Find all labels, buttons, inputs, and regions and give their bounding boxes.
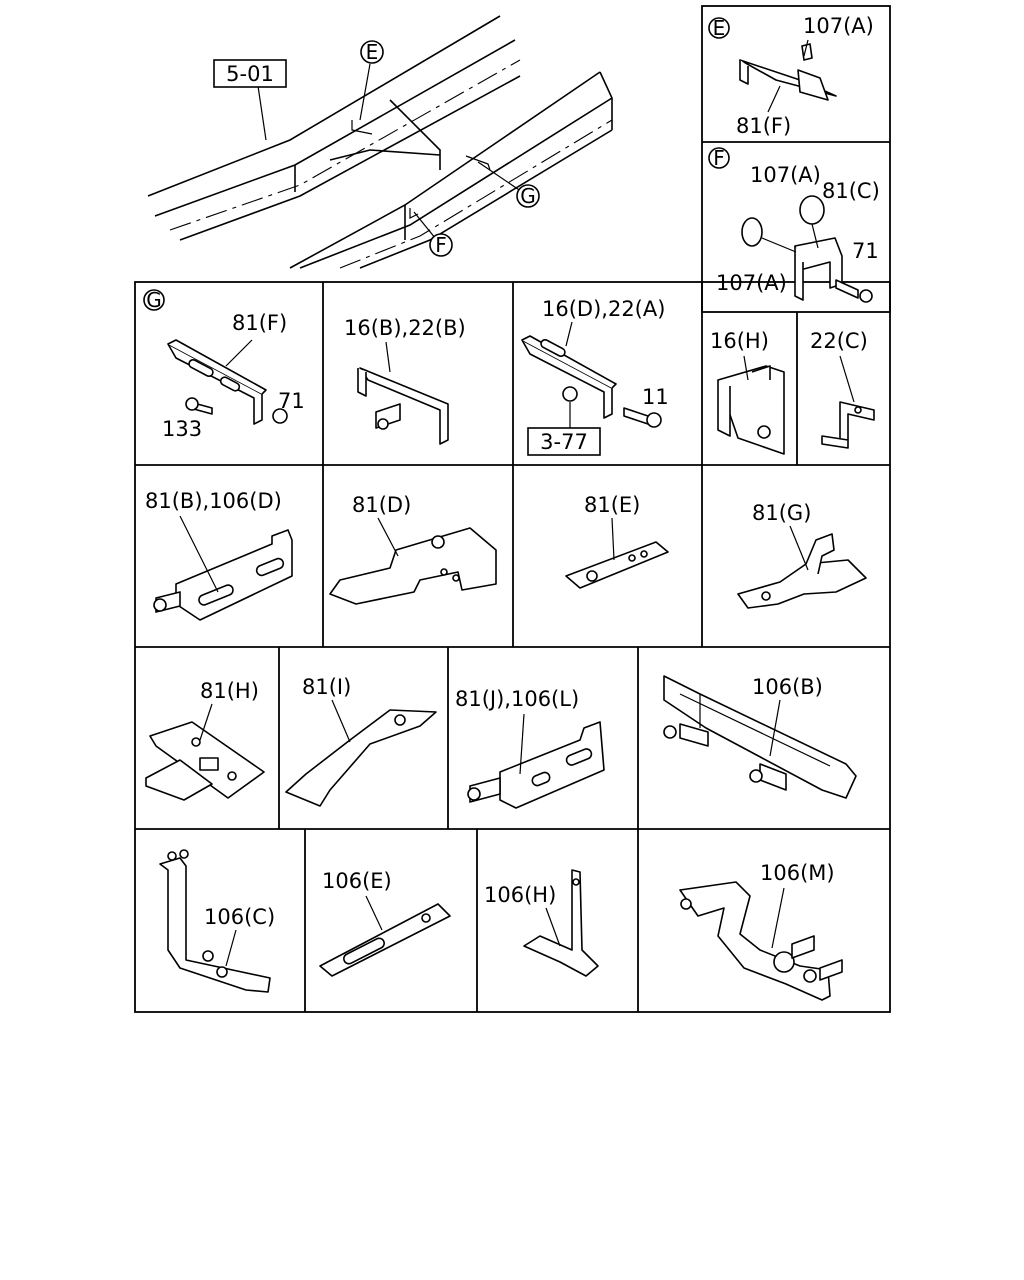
cell-106c: 106(C) [159,849,275,993]
bracket-16b-22b [359,367,449,445]
frame-overview [147,15,613,269]
panel-e: E 107(A) 81(F) [708,14,874,138]
cell-22c: 22(C) [810,329,875,449]
label-106m: 106(M) [760,861,835,885]
label-106c: 106(C) [204,905,275,929]
nut-71-g [272,408,288,424]
panel-e-badge: E [713,16,726,40]
label-81d: 81(D) [352,493,411,517]
panel-e-label-107a: 107(A) [803,14,874,38]
cell-81j-106l: 81(J),106(L) [455,687,605,809]
panel-g-label-81f: 81(F) [232,311,287,335]
bracket-81j-106l [499,721,605,809]
grid-lines [134,5,891,1013]
label-11: 11 [642,385,669,409]
panel-f-badge: F [713,146,725,170]
panel-g-badge: G [146,288,162,312]
label-106h: 106(H) [484,883,556,907]
label-81i: 81(I) [302,675,351,699]
bracket-106c [159,857,271,993]
callout-g-overview-text: G [520,184,536,208]
panel-f-label-71: 71 [852,239,879,263]
bracket-81g [737,559,867,609]
cell-81h: 81(H) [145,679,265,801]
clip-107a-f-top [799,195,825,225]
bracket-81i [285,709,437,807]
cell-106e: 106(E) [319,869,451,977]
cell-16b-22b: 16(B),22(B) [344,316,466,445]
label-81e: 81(E) [584,493,640,517]
cell-16h: 16(H) [710,329,785,455]
callout-g-overview: G [516,184,540,208]
panel-e-label-81f: 81(F) [736,114,791,138]
cell-81b-106d: 81(B),106(D) [145,489,293,621]
callout-e-overview: E [360,40,384,64]
label-81g: 81(G) [752,501,811,525]
label-16b-22b: 16(B),22(B) [344,316,466,340]
washer-3-77 [562,386,578,402]
bracket-81d [329,527,497,605]
callout-e-overview-text: E [366,40,379,64]
bracket-106b [663,675,857,799]
bracket-106e [319,903,451,977]
bracket-106h [523,869,599,977]
label-106b: 106(B) [752,675,823,699]
callout-f-overview: F [429,233,453,257]
clip-107a-f-left [741,217,763,247]
ref-box-3-77 [527,427,601,456]
bolt-11 [623,407,649,425]
label-81h: 81(H) [200,679,259,703]
label-81b-106d: 81(B),106(D) [145,489,282,513]
cell-81e: 81(E) [565,493,669,589]
cell-106m: 106(M) [679,861,843,1001]
panel-g: G 81(F) 71 133 [143,288,305,441]
panel-f-label-107a-bottom: 107(A) [716,271,787,295]
panel-f: F 107(A) 81(C) 71 107(A) [708,146,880,303]
cell-81d: 81(D) [329,493,497,605]
cell-106h: 106(H) [484,869,599,977]
cell-106b: 106(B) [663,675,857,799]
callout-f-overview-text: F [435,233,447,257]
bracket-106m [679,881,831,1001]
bracket-81e [565,541,669,589]
label-22c: 22(C) [810,329,868,353]
panel-f-label-107a-top: 107(A) [750,163,821,187]
ref-box-5-01: 5-01 [213,59,287,88]
panel-f-label-81c: 81(C) [822,179,880,203]
label-81j-106l: 81(J),106(L) [455,687,579,711]
label-16h: 16(H) [710,329,769,353]
cell-16d-22a: 16(D),22(A) 11 3-77 [521,297,669,456]
ref-box-3-77-text: 3-77 [540,430,588,454]
cell-81i: 81(I) [285,675,437,807]
label-106e: 106(E) [322,869,392,893]
label-16d-22a: 16(D),22(A) [542,297,665,321]
panel-g-label-133: 133 [162,417,202,441]
cell-81g: 81(G) [737,501,867,609]
ref-box-5-01-text: 5-01 [226,62,274,86]
